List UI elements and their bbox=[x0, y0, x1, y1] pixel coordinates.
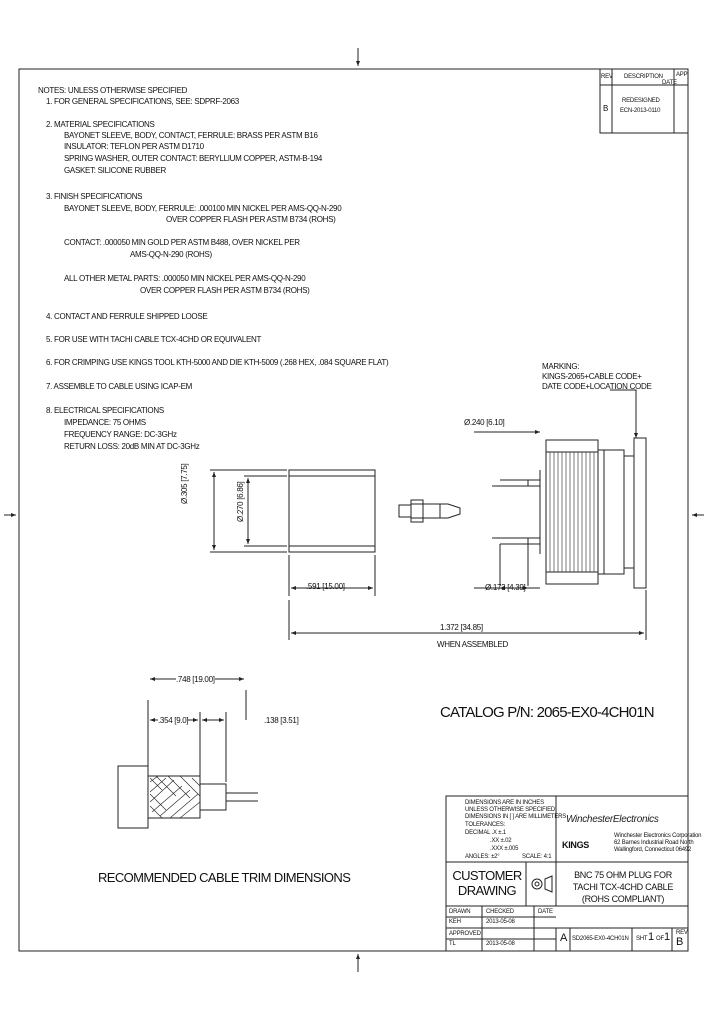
title-line-2: TACHI TCX-4CHD CABLE bbox=[572, 882, 674, 892]
dim-assembled-note: WHEN ASSEMBLED bbox=[437, 640, 508, 649]
dimension-arrows bbox=[11, 61, 697, 959]
customer-drawing-label: CUSTOMER DRAWING bbox=[452, 868, 522, 898]
rev-label: REV bbox=[676, 930, 688, 936]
note-4: 4. CONTACT AND FERRULE SHIPPED LOOSE bbox=[46, 312, 208, 321]
kings-brand: KINGS bbox=[562, 840, 590, 850]
note-6: 6. FOR CRIMPING USE KINGS TOOL KTH-5000 … bbox=[46, 358, 389, 367]
approved-label: APPROVED bbox=[449, 931, 481, 937]
rev-header-description: DESCRIPTION bbox=[624, 74, 663, 80]
checked-label: CHECKED bbox=[486, 909, 514, 915]
tol-3: DIMENSIONS IN [ ] ARE MILLIMETERS bbox=[465, 814, 567, 820]
tol-4: TOLERANCES: bbox=[465, 822, 506, 828]
rev-header-date: DATE bbox=[662, 80, 677, 86]
title-block-lines bbox=[445, 795, 689, 952]
dim-trim-overall: .748 [19.00] bbox=[176, 675, 215, 685]
drawn-label: DRAWN bbox=[449, 909, 471, 915]
rev-description-1: REDESIGNED bbox=[622, 98, 660, 104]
tol-2: UNLESS OTHERWISE SPECIFIED bbox=[465, 807, 556, 813]
note-3a2: OVER COPPER FLASH PER ASTM B734 (ROHS) bbox=[166, 215, 336, 224]
dim-trim-braid: .354 [9.0] bbox=[158, 716, 189, 726]
tol-6: .XX ±.02 bbox=[490, 838, 512, 844]
revision-block-lines bbox=[599, 68, 689, 134]
sheet-of: 1 bbox=[664, 931, 670, 943]
rev-value: B bbox=[676, 936, 684, 948]
dim-assembled-length: 1.372 [34.85] bbox=[440, 623, 483, 632]
tol-5: DECIMAL .X ±.1 bbox=[465, 830, 506, 836]
note-3-title: 3. FINISH SPECIFICATIONS bbox=[46, 192, 143, 201]
note-8-title: 8. ELECTRICAL SPECIFICATIONS bbox=[46, 406, 164, 415]
trim-caption: RECOMMENDED CABLE TRIM DIMENSIONS bbox=[98, 870, 351, 885]
tol-9: SCALE: 4:1 bbox=[522, 854, 552, 860]
notes-heading: NOTES: UNLESS OTHERWISE SPECIFIED bbox=[38, 86, 188, 95]
note-3b2: AMS-QQ-N-290 (ROHS) bbox=[130, 250, 212, 259]
marking-line-3: DATE CODE+LOCATION CODE bbox=[542, 382, 652, 391]
note-1: 1. FOR GENERAL SPECIFICATIONS, SEE: SDPR… bbox=[46, 97, 239, 106]
note-3c2: OVER COPPER FLASH PER ASTM B734 (ROHS) bbox=[140, 286, 310, 295]
company-address-2: 62 Barnes Industrial Road North bbox=[614, 840, 694, 846]
dim-ferrule-od: Ø.305 [7.75] bbox=[180, 463, 189, 504]
dim-ferrule-length: .591 [15.00] bbox=[306, 582, 345, 591]
contact-pin-drawing bbox=[398, 499, 461, 523]
drawn-by: KEH bbox=[449, 919, 461, 925]
dim-ferrule-id: Ø.270 [6.86] bbox=[236, 481, 245, 522]
note-8c: RETURN LOSS: 20dB MIN AT DC-3GHz bbox=[64, 442, 200, 451]
note-2d: GASKET: SILICONE RUBBER bbox=[64, 166, 167, 175]
tol-7: .XXX ±.005 bbox=[490, 846, 519, 852]
note-2c: SPRING WASHER, OUTER CONTACT: BERYLLIUM … bbox=[64, 154, 323, 163]
title-line-1: BNC 75 OHM PLUG FOR bbox=[574, 870, 672, 880]
note-8a: IMPEDANCE: 75 OHMS bbox=[64, 418, 146, 427]
marking-line-2: KINGS-2065+CABLE CODE+ bbox=[542, 372, 642, 381]
drawing-number: SD2065-EX0-4CH01N bbox=[572, 936, 629, 942]
dim-body-dia: Ø.240 [6.10] bbox=[464, 418, 505, 427]
marking-line-1: MARKING: bbox=[542, 362, 580, 371]
of-label: OF bbox=[656, 936, 664, 942]
size-letter: A bbox=[560, 932, 568, 944]
company-logo: WinchesterElectronics bbox=[566, 814, 659, 825]
dim-cable-dia: Ø.173 [4.39] bbox=[485, 583, 526, 592]
company-address-1: Winchester Electronics Corporation bbox=[614, 833, 702, 839]
approved-by: TL bbox=[449, 941, 456, 947]
approved-date: 2013-05-08 bbox=[486, 941, 515, 947]
tol-1: DIMENSIONS ARE IN INCHES bbox=[465, 800, 544, 806]
sheet-label: SHT bbox=[636, 936, 648, 942]
assembled-length-dim bbox=[288, 590, 647, 640]
cable-trim-drawing bbox=[117, 678, 258, 829]
note-2-title: 2. MATERIAL SPECIFICATIONS bbox=[46, 120, 155, 129]
note-7: 7. ASSEMBLE TO CABLE USING ICAP-EM bbox=[46, 382, 192, 391]
title-line-3: (ROHS COMPLIANT) bbox=[581, 894, 665, 904]
drawn-date-label: DATE bbox=[538, 909, 553, 915]
rev-description-2: ECN-2013-0110 bbox=[620, 108, 661, 114]
catalog-pn: CATALOG P/N: 2065-EX0-4CH01N bbox=[440, 704, 655, 721]
ferrule-drawing bbox=[210, 469, 376, 596]
knurl-pattern bbox=[549, 452, 595, 572]
dim-trim-center: .138 [3.51] bbox=[264, 716, 299, 725]
rev-header-app: APP bbox=[676, 72, 688, 78]
rev-letter: B bbox=[603, 104, 609, 113]
rev-header-rev: REV bbox=[601, 74, 613, 80]
note-5: 5. FOR USE WITH TACHI CABLE TCX-4CHD OR … bbox=[46, 335, 262, 344]
braid-pattern bbox=[149, 775, 201, 819]
tol-8: ANGLES: ±2° bbox=[465, 854, 500, 860]
note-2a: BAYONET SLEEVE, BODY, CONTACT, FERRULE: … bbox=[64, 131, 318, 140]
note-3b1: CONTACT: .000050 MIN GOLD PER ASTM B488,… bbox=[64, 238, 300, 247]
note-3a1: BAYONET SLEEVE, BODY, FERRULE: .000100 M… bbox=[64, 204, 342, 213]
note-2b: INSULATOR: TEFLON PER ASTM D1710 bbox=[64, 142, 204, 151]
drawn-date: 2013-05-08 bbox=[486, 919, 515, 925]
connector-body-drawing bbox=[474, 389, 647, 589]
note-8b: FREQUENCY RANGE: DC-3GHz bbox=[64, 430, 177, 439]
sheet-border bbox=[18, 68, 689, 952]
note-3c1: ALL OTHER METAL PARTS: .000050 MIN NICKE… bbox=[64, 274, 306, 283]
company-address-3: Wallingford, Connecticut 06492 bbox=[614, 847, 692, 853]
sheet-number: 1 bbox=[648, 931, 654, 943]
